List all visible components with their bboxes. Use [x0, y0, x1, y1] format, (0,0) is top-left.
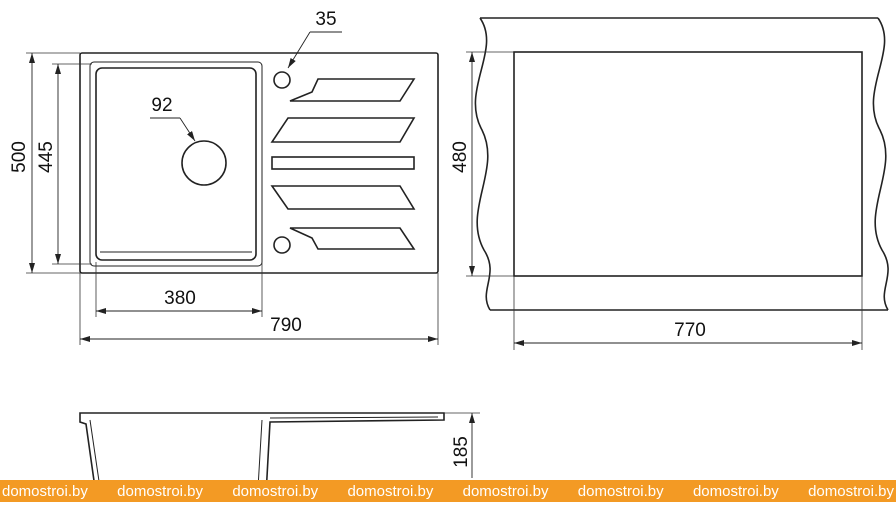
extension-lines — [26, 52, 439, 345]
sink-top-view — [79, 52, 439, 274]
drainer-groove-1 — [289, 78, 416, 102]
leader-drain-diameter: 92 — [150, 95, 196, 142]
dimension-label-770: 770 — [674, 320, 706, 341]
dimension-label-480: 480 — [450, 141, 471, 173]
drainer-groove-3 — [271, 156, 415, 170]
dimension-bowl-width: 380 — [96, 288, 262, 314]
bowl — [95, 67, 257, 261]
side-profile-inner — [89, 419, 263, 489]
dimension-cutout-width: 770 — [514, 320, 862, 346]
dimension-label-445: 445 — [36, 141, 57, 173]
dimension-label-35: 35 — [315, 9, 336, 30]
countertop-cutout-view — [474, 17, 889, 311]
dimension-label-790: 790 — [270, 315, 302, 336]
bowl-rim — [89, 61, 263, 267]
watermark-text: domostroi.by — [117, 482, 204, 500]
countertop-break-left — [474, 17, 491, 311]
drainer-groove-2 — [270, 117, 416, 143]
watermark-text: domostroi.by — [577, 482, 664, 500]
watermark-text: domostroi.by — [2, 482, 88, 500]
watermark-text: domostroi.by — [347, 482, 434, 500]
dimension-total-depth: 500 — [9, 53, 35, 273]
leader-tap-hole-diameter: 35 — [287, 9, 342, 69]
watermark-text: domostroi.by — [232, 482, 319, 500]
extension-lines-cutout — [466, 51, 863, 350]
dimension-label-380: 380 — [164, 288, 196, 309]
dimension-sink-height: 185 — [451, 413, 475, 478]
dimension-label-185: 185 — [451, 436, 472, 468]
dimension-bowl-depth: 445 — [36, 64, 61, 264]
cutout-outline — [513, 51, 863, 277]
sink-outline — [79, 52, 439, 274]
watermark-banner: domostroi.by domostroi.by domostroi.by d… — [0, 480, 896, 502]
dimension-label-500: 500 — [9, 141, 30, 173]
side-rim-line — [269, 416, 439, 419]
dimension-cutout-depth: 480 — [450, 52, 475, 276]
watermark-text: domostroi.by — [462, 482, 549, 500]
dimension-label-92: 92 — [151, 95, 172, 116]
watermark-text: domostroi.by — [808, 482, 894, 500]
overflow-hole — [273, 236, 291, 254]
countertop-break-right — [872, 17, 889, 311]
watermark-text: domostroi.by — [692, 482, 779, 500]
tap-hole — [273, 71, 291, 89]
drainer-groove-4 — [270, 185, 416, 210]
drainer-groove-5 — [289, 227, 416, 250]
dimension-total-width: 790 — [80, 315, 438, 342]
drain-hole — [181, 140, 227, 186]
